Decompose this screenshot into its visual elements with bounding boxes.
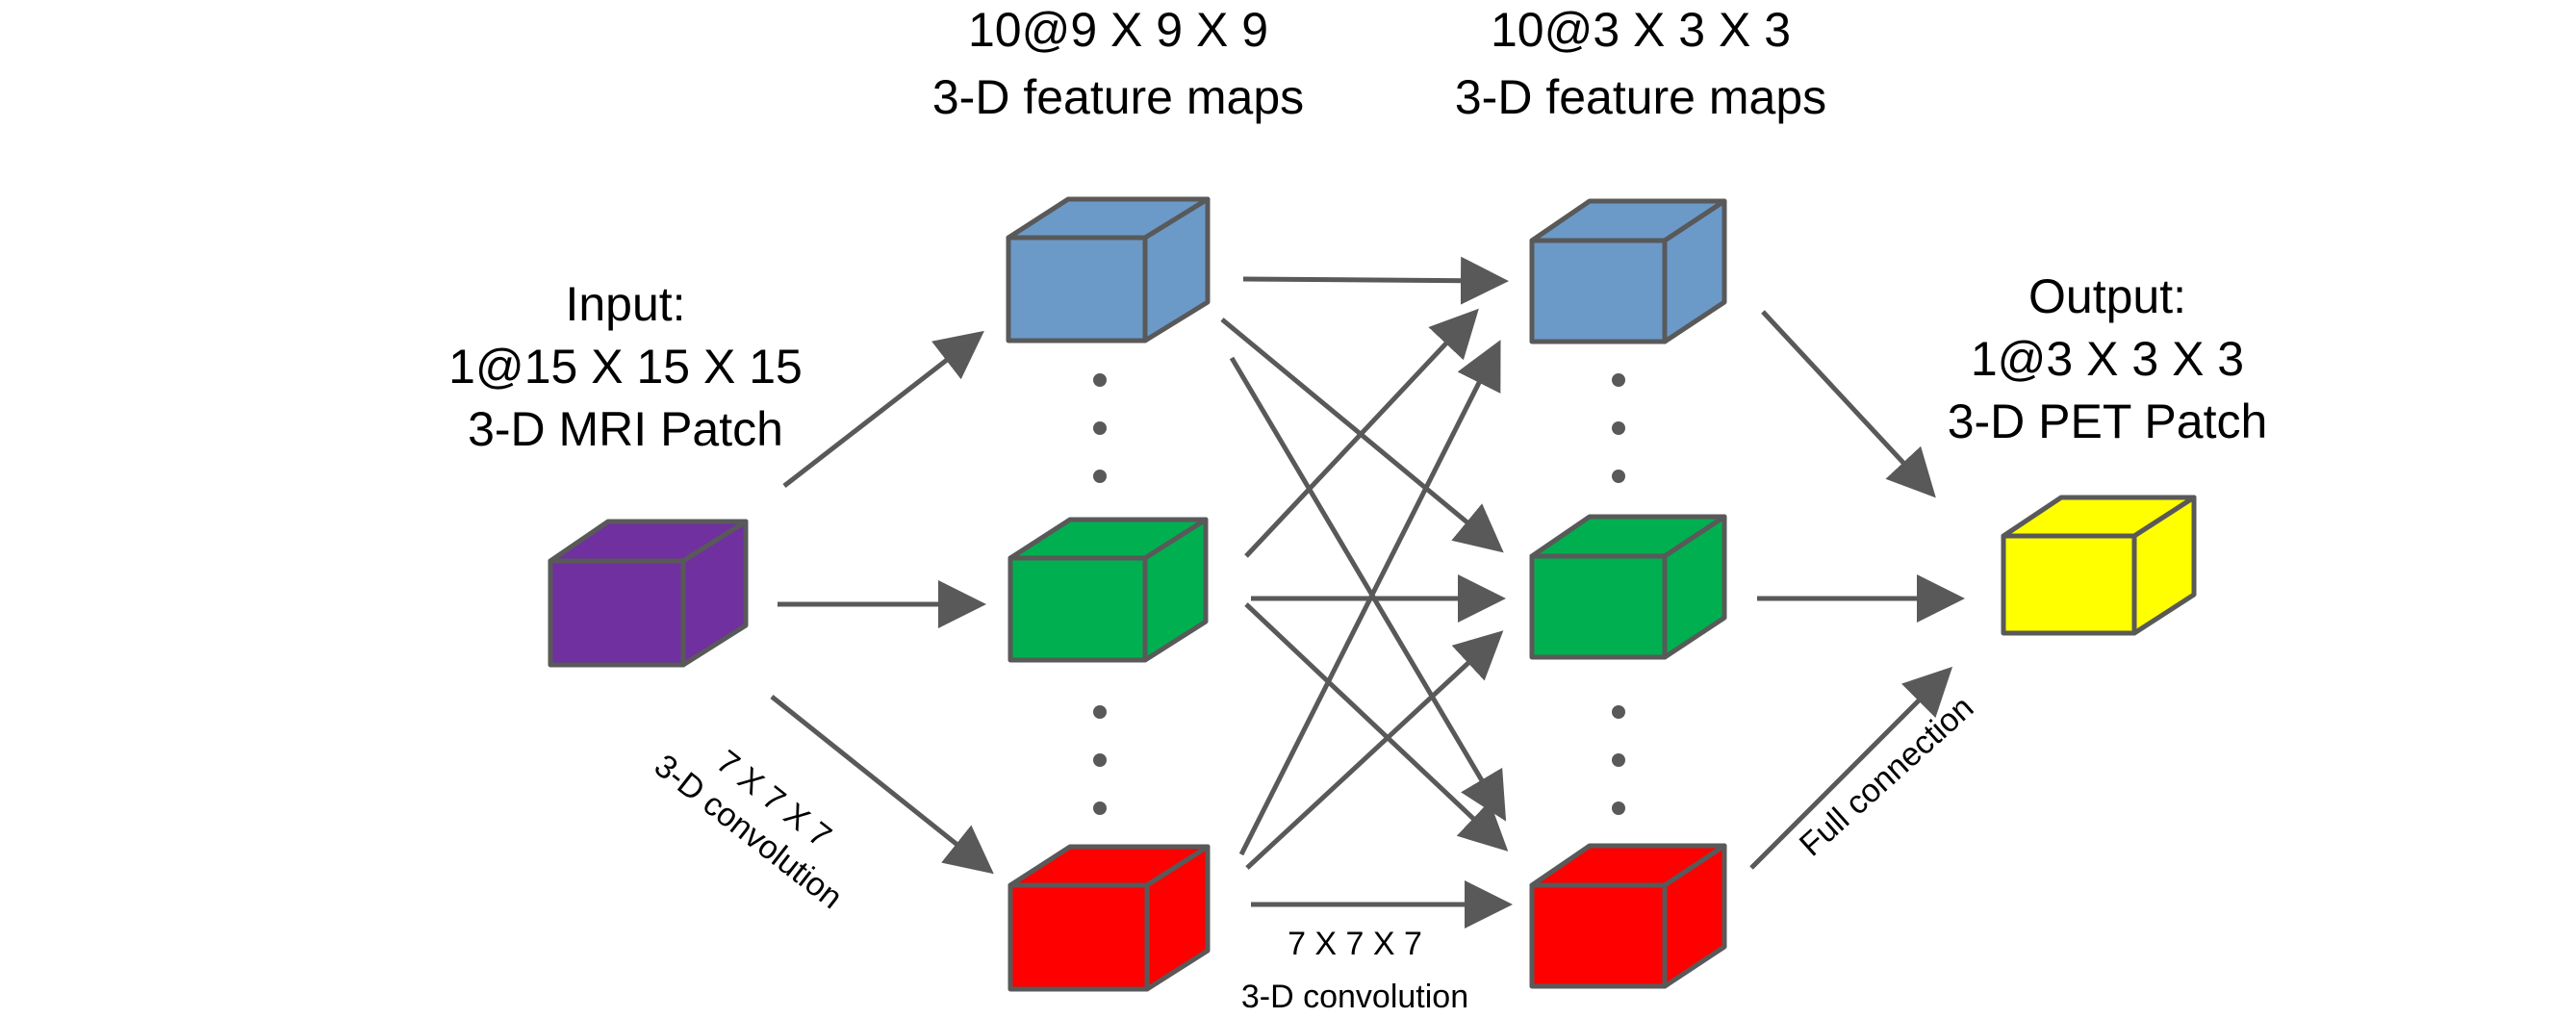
arrows [770, 256, 1965, 929]
conv-mid-line2: 3-D convolution [1241, 979, 1468, 1015]
output-label-line3: 3-D PET Patch [1948, 394, 2268, 448]
input-cube [548, 519, 749, 668]
feature-map-red-1 [1007, 844, 1211, 992]
arrow-input-to-red [770, 695, 994, 875]
arrow-blue-to-blue [1242, 256, 1509, 305]
feature-map-green-2 [1529, 514, 1727, 660]
conv-mid-line1: 7 X 7 X 7 [1288, 926, 1422, 962]
output-label-line2: 1@3 X 3 X 3 [1971, 332, 2244, 386]
arrow-green-to-red [1244, 602, 1509, 852]
arrow-blue-to-red [1229, 356, 1507, 822]
layer1-label-line2: 3-D feature maps [932, 70, 1304, 124]
output-label-line1: Output: [2028, 269, 2186, 323]
arrow-input-to-blue [782, 330, 984, 488]
arrow-blue-to-output [1761, 310, 1936, 498]
arrow-red-to-green [1245, 630, 1504, 870]
arrow-green-to-blue [1244, 308, 1479, 558]
feature-map-blue-2 [1529, 198, 1727, 344]
output-cube [2001, 495, 2197, 636]
input-label-line1: Input: [565, 277, 685, 331]
text-labels: Input: 1@15 X 15 X 15 3-D MRI Patch 10@9… [448, 3, 2267, 1015]
layer1-label-line1: 10@9 X 9 X 9 [968, 3, 1268, 57]
cubes [548, 196, 2197, 992]
ellipsis-dots [1093, 373, 1625, 815]
full-connection-label: Full connection [1793, 689, 1980, 863]
feature-map-green-1 [1007, 517, 1209, 663]
arrow-red-to-output [1749, 666, 1953, 870]
layer2-label-line1: 10@3 X 3 X 3 [1491, 3, 1791, 57]
feature-map-blue-1 [1006, 196, 1211, 344]
layer2-label-line2: 3-D feature maps [1455, 70, 1826, 124]
input-label-line2: 1@15 X 15 X 15 [448, 340, 803, 394]
arrow-red-to-blue [1238, 340, 1501, 856]
input-label-line3: 3-D MRI Patch [468, 402, 783, 456]
feature-map-red-2 [1529, 843, 1727, 989]
